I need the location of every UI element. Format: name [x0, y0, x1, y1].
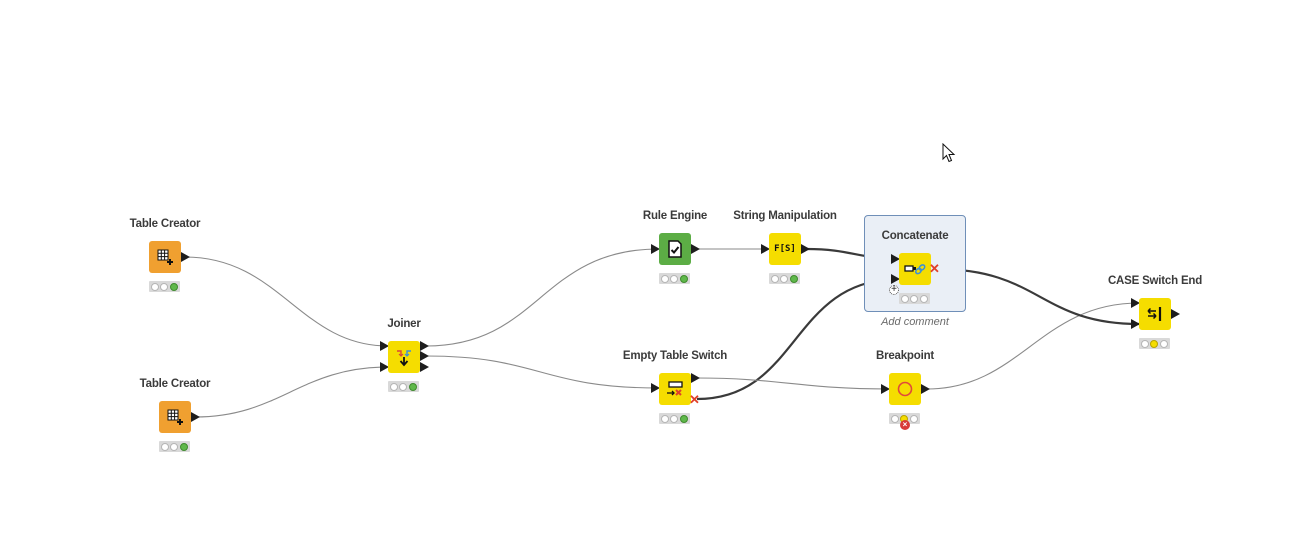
mouse-cursor-icon — [942, 143, 956, 163]
connection-joiner-ruleengine[interactable] — [425, 248, 660, 347]
status-light-green — [1160, 339, 1169, 348]
status-light-green — [170, 282, 179, 291]
input-port[interactable] — [881, 384, 890, 394]
output-port-2[interactable] — [420, 351, 429, 361]
node-status-lights — [388, 381, 419, 392]
node-label-case-switch-end[interactable]: CASE Switch End — [1107, 275, 1203, 287]
input-port[interactable] — [651, 383, 660, 393]
node-status-lights — [769, 273, 800, 284]
node-string-manipulation[interactable]: F[S] — [769, 233, 801, 265]
status-light-green — [680, 414, 689, 423]
node-status-lights — [899, 293, 930, 304]
node-table-creator-2[interactable] — [159, 401, 191, 433]
table-plus-icon — [157, 249, 173, 265]
node-status-lights — [1139, 338, 1170, 349]
status-light-green — [409, 382, 418, 391]
output-port-3[interactable] — [420, 362, 429, 372]
status-light-yellow — [780, 274, 789, 283]
input-port-2[interactable] — [380, 362, 389, 372]
status-light-yellow — [670, 274, 679, 283]
rule-document-check-icon — [668, 240, 682, 258]
output-port[interactable] — [691, 244, 700, 254]
node-label-string-manipulation[interactable]: String Manipulation — [733, 210, 837, 222]
status-light-green — [790, 274, 799, 283]
input-port-1[interactable] — [380, 341, 389, 351]
status-light-green — [920, 294, 929, 303]
input-port[interactable] — [761, 244, 770, 254]
status-light-yellow — [399, 382, 408, 391]
error-badge-icon[interactable]: × — [900, 420, 910, 430]
breakpoint-circle-icon — [897, 381, 913, 397]
inactive-port-x-icon: ✕ — [929, 261, 940, 276]
concatenate-link-icon — [904, 264, 926, 275]
case-switch-end-icon — [1147, 307, 1162, 321]
add-comment-label[interactable]: Add comment — [881, 316, 949, 328]
status-light-red — [150, 282, 159, 291]
status-light-red — [660, 274, 669, 283]
output-port[interactable] — [1171, 309, 1180, 319]
node-breakpoint[interactable] — [889, 373, 921, 405]
node-label-table-creator-2[interactable]: Table Creator — [139, 378, 211, 390]
status-light-red — [770, 274, 779, 283]
status-light-red — [389, 382, 398, 391]
node-label-concatenate[interactable]: Concatenate — [881, 230, 949, 242]
node-label-empty-table-switch[interactable]: Empty Table Switch — [622, 350, 728, 362]
connection-breakpoint-caseswitchend[interactable] — [926, 302, 1140, 390]
input-port-2[interactable] — [891, 274, 900, 284]
node-status-lights — [149, 281, 180, 292]
node-joiner[interactable] — [388, 341, 420, 373]
node-status-lights — [659, 413, 690, 424]
connection-tablecreator2-joiner[interactable] — [194, 366, 389, 418]
connection-tablecreator1-joiner[interactable] — [184, 256, 389, 347]
output-port[interactable] — [921, 384, 930, 394]
status-light-yellow — [910, 294, 919, 303]
status-light-yellow — [170, 442, 179, 451]
status-light-red — [900, 294, 909, 303]
add-port-plus-icon[interactable]: + — [889, 285, 899, 295]
node-case-switch-end[interactable] — [1139, 298, 1171, 330]
status-light-green — [180, 442, 189, 451]
output-port-1[interactable] — [420, 341, 429, 351]
status-light-green — [680, 274, 689, 283]
table-plus-icon — [167, 409, 183, 425]
status-light-green — [910, 414, 919, 423]
joiner-icon — [397, 350, 411, 367]
fs-function-icon: F[S] — [774, 244, 796, 254]
node-label-breakpoint[interactable]: Breakpoint — [875, 350, 935, 362]
status-light-red — [660, 414, 669, 423]
output-port-1[interactable] — [691, 373, 700, 383]
connection-emptytableswitch-breakpoint[interactable] — [696, 377, 890, 390]
node-label-joiner[interactable]: Joiner — [387, 318, 421, 330]
node-table-creator-1[interactable] — [149, 241, 181, 273]
status-light-yellow — [670, 414, 679, 423]
status-light-red — [890, 414, 899, 423]
node-rule-engine[interactable] — [659, 233, 691, 265]
input-port[interactable] — [651, 244, 660, 254]
output-port[interactable] — [801, 244, 810, 254]
input-port-1[interactable] — [891, 254, 900, 264]
node-concatenate[interactable] — [899, 253, 931, 285]
status-light-yellow — [160, 282, 169, 291]
empty-table-switch-icon — [667, 381, 683, 396]
node-status-lights — [659, 273, 690, 284]
inactive-port-x-icon: ✕ — [689, 392, 700, 407]
input-port-2[interactable] — [1131, 319, 1140, 329]
status-light-red — [160, 442, 169, 451]
status-light-red — [1140, 339, 1149, 348]
input-port-1[interactable] — [1131, 298, 1140, 308]
status-light-yellow — [1150, 339, 1159, 348]
node-empty-table-switch[interactable] — [659, 373, 691, 405]
node-status-lights — [159, 441, 190, 452]
output-port[interactable] — [181, 252, 190, 262]
node-label-table-creator-1[interactable]: Table Creator — [129, 218, 201, 230]
output-port[interactable] — [191, 412, 200, 422]
node-label-rule-engine[interactable]: Rule Engine — [642, 210, 708, 222]
